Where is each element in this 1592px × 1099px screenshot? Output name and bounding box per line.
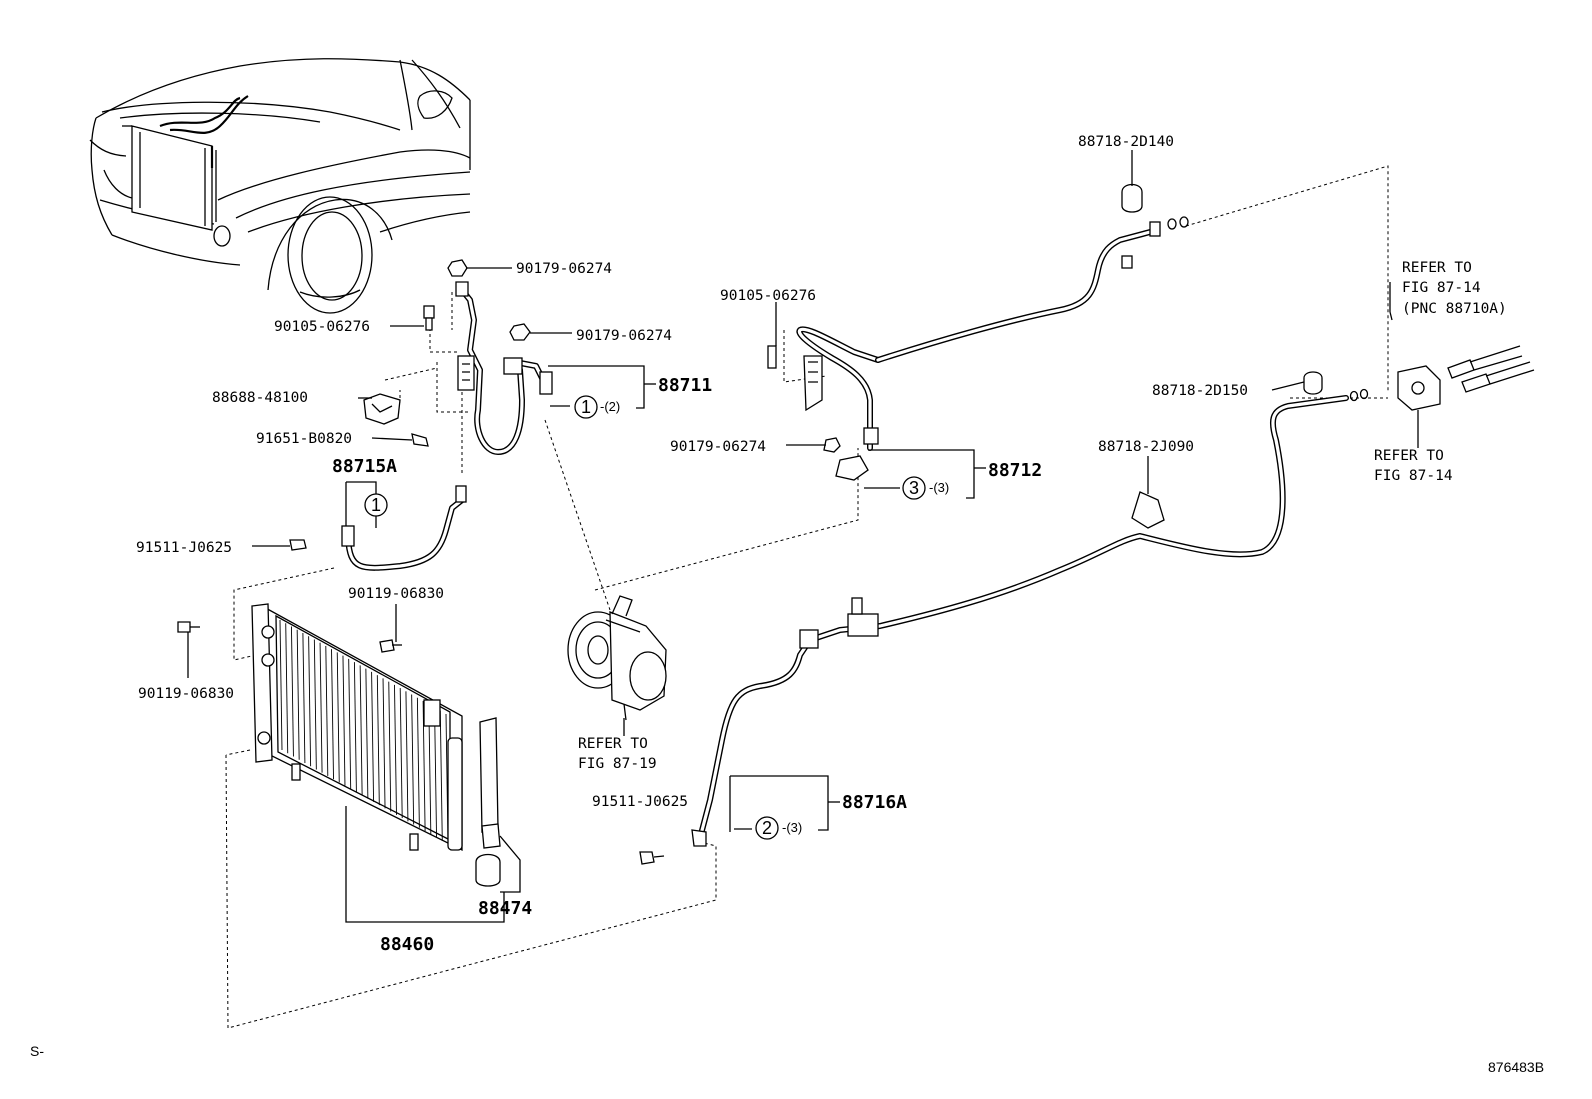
leader-lines — [187, 150, 1419, 923]
footer-left-marker: S- — [30, 1043, 44, 1059]
figure-id: 876483B — [1488, 1059, 1544, 1075]
label-refer-to-fig-87-14-a-line2: FIG 87-14 — [1402, 280, 1481, 296]
label-88474: 88474 — [478, 898, 532, 919]
callout-3-number: 3 — [909, 478, 919, 498]
callout-1a-qty: -(2) — [600, 399, 620, 414]
callout-2-number: 2 — [762, 818, 772, 838]
label-90119-06830-right: 90119-06830 — [348, 586, 444, 602]
callout-2-qty: -(3) — [782, 820, 802, 835]
label-91511-j0625-lower: 91511-J0625 — [592, 794, 688, 810]
label-90179-06274-top: 90179-06274 — [516, 261, 612, 277]
label-refer-to-fig-87-14-b-line2: FIG 87-14 — [1374, 468, 1453, 484]
fittings — [177, 183, 1535, 865]
label-88715a: 88715A — [332, 456, 397, 477]
label-90105-06276-right: 90105-06276 — [720, 288, 816, 304]
label-88718-2j090: 88718-2J090 — [1098, 439, 1194, 455]
label-refer-to-fig-87-19-line2: FIG 87-19 — [578, 756, 657, 772]
hoses-and-tubes — [345, 229, 1349, 841]
label-refer-to-fig-87-14-b-line1: REFER TO — [1374, 448, 1444, 464]
callout-circle-1a — [574, 395, 598, 419]
callout-1b-number: 1 — [371, 495, 381, 515]
label-88712: 88712 — [988, 460, 1042, 481]
vehicle-inset-illustration — [89, 58, 471, 314]
label-91651-b0820: 91651-B0820 — [256, 431, 352, 447]
callout-circle-3 — [902, 476, 926, 500]
label-refer-to-fig-87-14-a-line3: (PNC 88710A) — [1402, 301, 1507, 317]
label-refer-to-fig-87-14-a-line1: REFER TO — [1402, 260, 1472, 276]
label-90119-06830-left: 90119-06830 — [138, 686, 234, 702]
label-90105-06276-left: 90105-06276 — [274, 319, 370, 335]
label-90179-06274-right: 90179-06274 — [670, 439, 766, 455]
label-91511-j0625-left: 91511-J0625 — [136, 540, 232, 556]
callout-circle-2 — [755, 816, 779, 840]
callout-circle-1b — [364, 493, 388, 517]
part-labels: 90179-06274 90105-06276 90179-06274 8871… — [136, 134, 1507, 955]
compressor — [567, 595, 667, 721]
callout-1a-number: 1 — [581, 397, 591, 417]
label-88716a: 88716A — [842, 792, 907, 813]
label-refer-to-fig-87-19-line1: REFER TO — [578, 736, 648, 752]
label-88460: 88460 — [380, 934, 434, 955]
callout-3-qty: -(3) — [929, 480, 949, 495]
label-90179-06274-mid: 90179-06274 — [576, 328, 672, 344]
label-88711: 88711 — [658, 375, 712, 396]
callouts: 1 -(2) 1 2 -(3) 3 -(3) — [364, 395, 949, 840]
label-88718-2d150: 88718-2D150 — [1152, 383, 1248, 399]
label-88688-48100: 88688-48100 — [212, 390, 308, 406]
condenser-assembly — [251, 603, 501, 887]
label-88718-2d140: 88718-2D140 — [1078, 134, 1174, 150]
